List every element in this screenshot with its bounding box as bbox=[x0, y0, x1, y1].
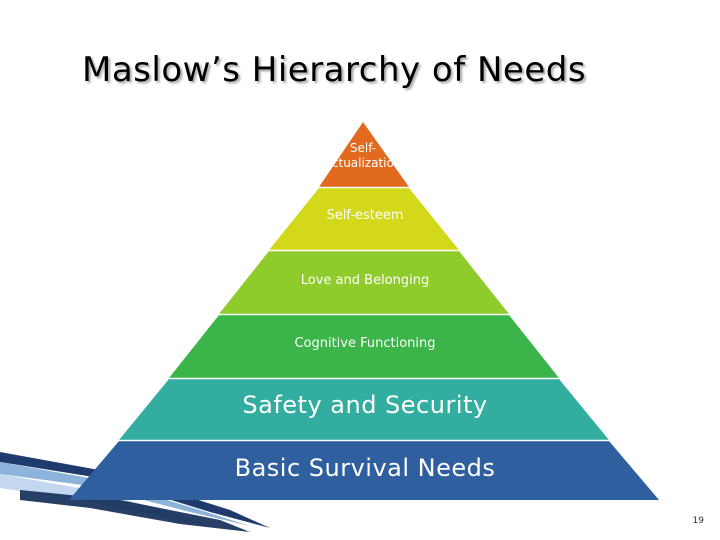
tier-safety-security bbox=[119, 379, 609, 440]
tier-separators bbox=[119, 186, 609, 442]
page-number: 19 bbox=[692, 516, 704, 526]
tier-basic-survival bbox=[69, 441, 659, 500]
tier-love-belonging bbox=[219, 251, 509, 314]
slide-title: Maslow’s Hierarchy of Needs bbox=[82, 50, 587, 90]
tier-cognitive-functioning bbox=[169, 315, 559, 378]
tier-self-esteem bbox=[269, 188, 459, 250]
tier-self-actualization bbox=[319, 122, 409, 187]
